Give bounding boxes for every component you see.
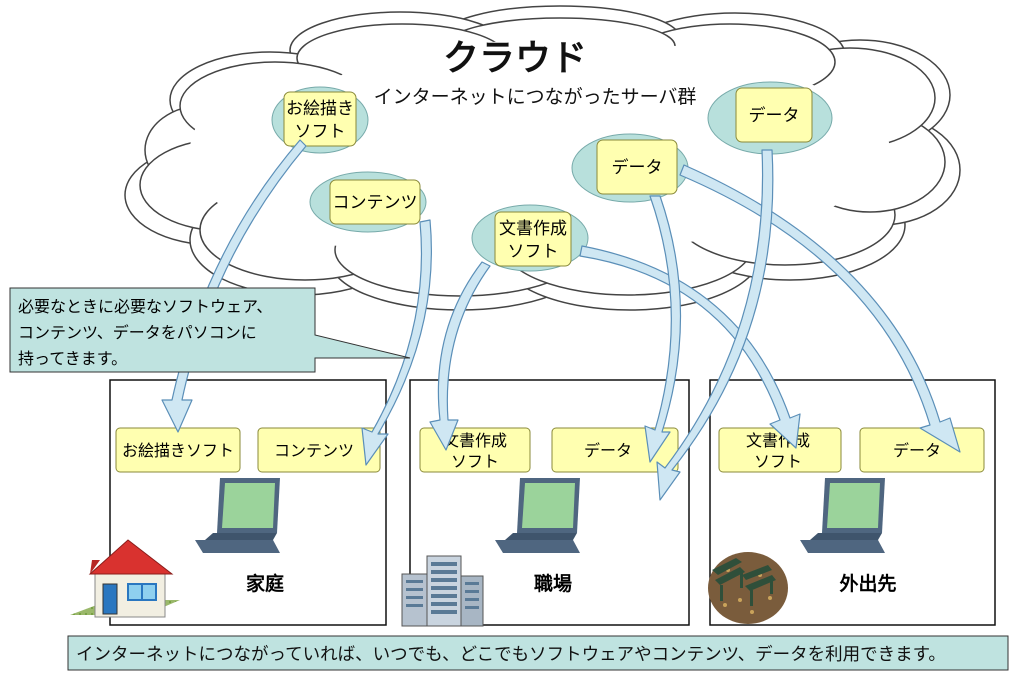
cloud-node-label: コンテンツ bbox=[333, 193, 418, 213]
item-label: データ bbox=[584, 441, 632, 460]
location-label-outside: 外出先 bbox=[839, 572, 896, 595]
item-label: データ bbox=[893, 441, 941, 460]
cloud-node-contents: コンテンツ bbox=[309, 171, 427, 233]
outside-item-data: データ bbox=[859, 427, 985, 473]
laptop-icon bbox=[495, 478, 580, 553]
arrow-document-to-work bbox=[429, 261, 491, 451]
cloud-node-data-b: データ bbox=[707, 81, 833, 155]
house-icon bbox=[70, 539, 180, 618]
cloud-node-document-software: 文書作成 ソフト bbox=[471, 204, 589, 272]
park-bench-icon bbox=[708, 552, 788, 624]
location-label-home: 家庭 bbox=[246, 572, 284, 595]
cloud-subtitle: インターネットにつながったサーバ群 bbox=[374, 86, 697, 108]
laptop-icon bbox=[195, 478, 280, 553]
item-label: お絵描きソフト bbox=[122, 441, 234, 460]
cloud-node-drawing-software: お絵描き ソフト bbox=[271, 86, 369, 154]
arrow-data-a-to-work bbox=[644, 195, 682, 463]
location-label-work: 職場 bbox=[534, 572, 572, 595]
footer-text: インターネットにつながっていれば、いつでも、どこでもソフトウェアやコンテンツ、デ… bbox=[76, 644, 946, 665]
cloud-node-label: お絵描き bbox=[286, 99, 354, 119]
item-label: ソフト bbox=[754, 452, 802, 471]
item-label: 文書作成 bbox=[746, 431, 810, 450]
arrow-contents-to-home bbox=[361, 219, 432, 466]
item-label: コンテンツ bbox=[274, 441, 354, 460]
item-label: ソフト bbox=[451, 452, 499, 471]
home-item-contents: コンテンツ bbox=[257, 427, 381, 473]
item-label: 文書作成 bbox=[443, 431, 507, 450]
callout-line: 持ってきます。 bbox=[18, 349, 127, 368]
footer-banner bbox=[67, 635, 1009, 671]
laptop-icon bbox=[800, 478, 885, 553]
arrow-data-a-to-outside bbox=[679, 164, 961, 453]
callout-line: コンテンツ、データをパソコンに bbox=[18, 323, 257, 342]
callout-box: 必要なときに必要なソフトウェア、 コンテンツ、データをパソコンに 持ってきます。 bbox=[9, 287, 411, 373]
office-building-icon bbox=[401, 555, 484, 627]
cloud-node-label: ソフト bbox=[508, 242, 559, 262]
cloud-node-label: データ bbox=[749, 105, 800, 126]
cloud-node-label: データ bbox=[612, 157, 663, 178]
arrow-data-b-to-work bbox=[656, 149, 774, 501]
work-item-document-software: 文書作成 ソフト bbox=[419, 427, 531, 473]
callout-line: 必要なときに必要なソフトウェア、 bbox=[18, 297, 272, 316]
cloud-node-label: 文書作成 bbox=[499, 219, 567, 239]
cloud-node-label: ソフト bbox=[295, 122, 346, 142]
cloud-title: クラウド bbox=[443, 38, 587, 79]
transfer-arrows bbox=[161, 139, 961, 501]
cloud-node-data-a: データ bbox=[571, 133, 689, 203]
outside-item-document-software: 文書作成 ソフト bbox=[718, 427, 842, 473]
home-item-drawing-software: お絵描きソフト bbox=[115, 427, 241, 473]
arrow-drawing-to-home bbox=[161, 139, 307, 433]
